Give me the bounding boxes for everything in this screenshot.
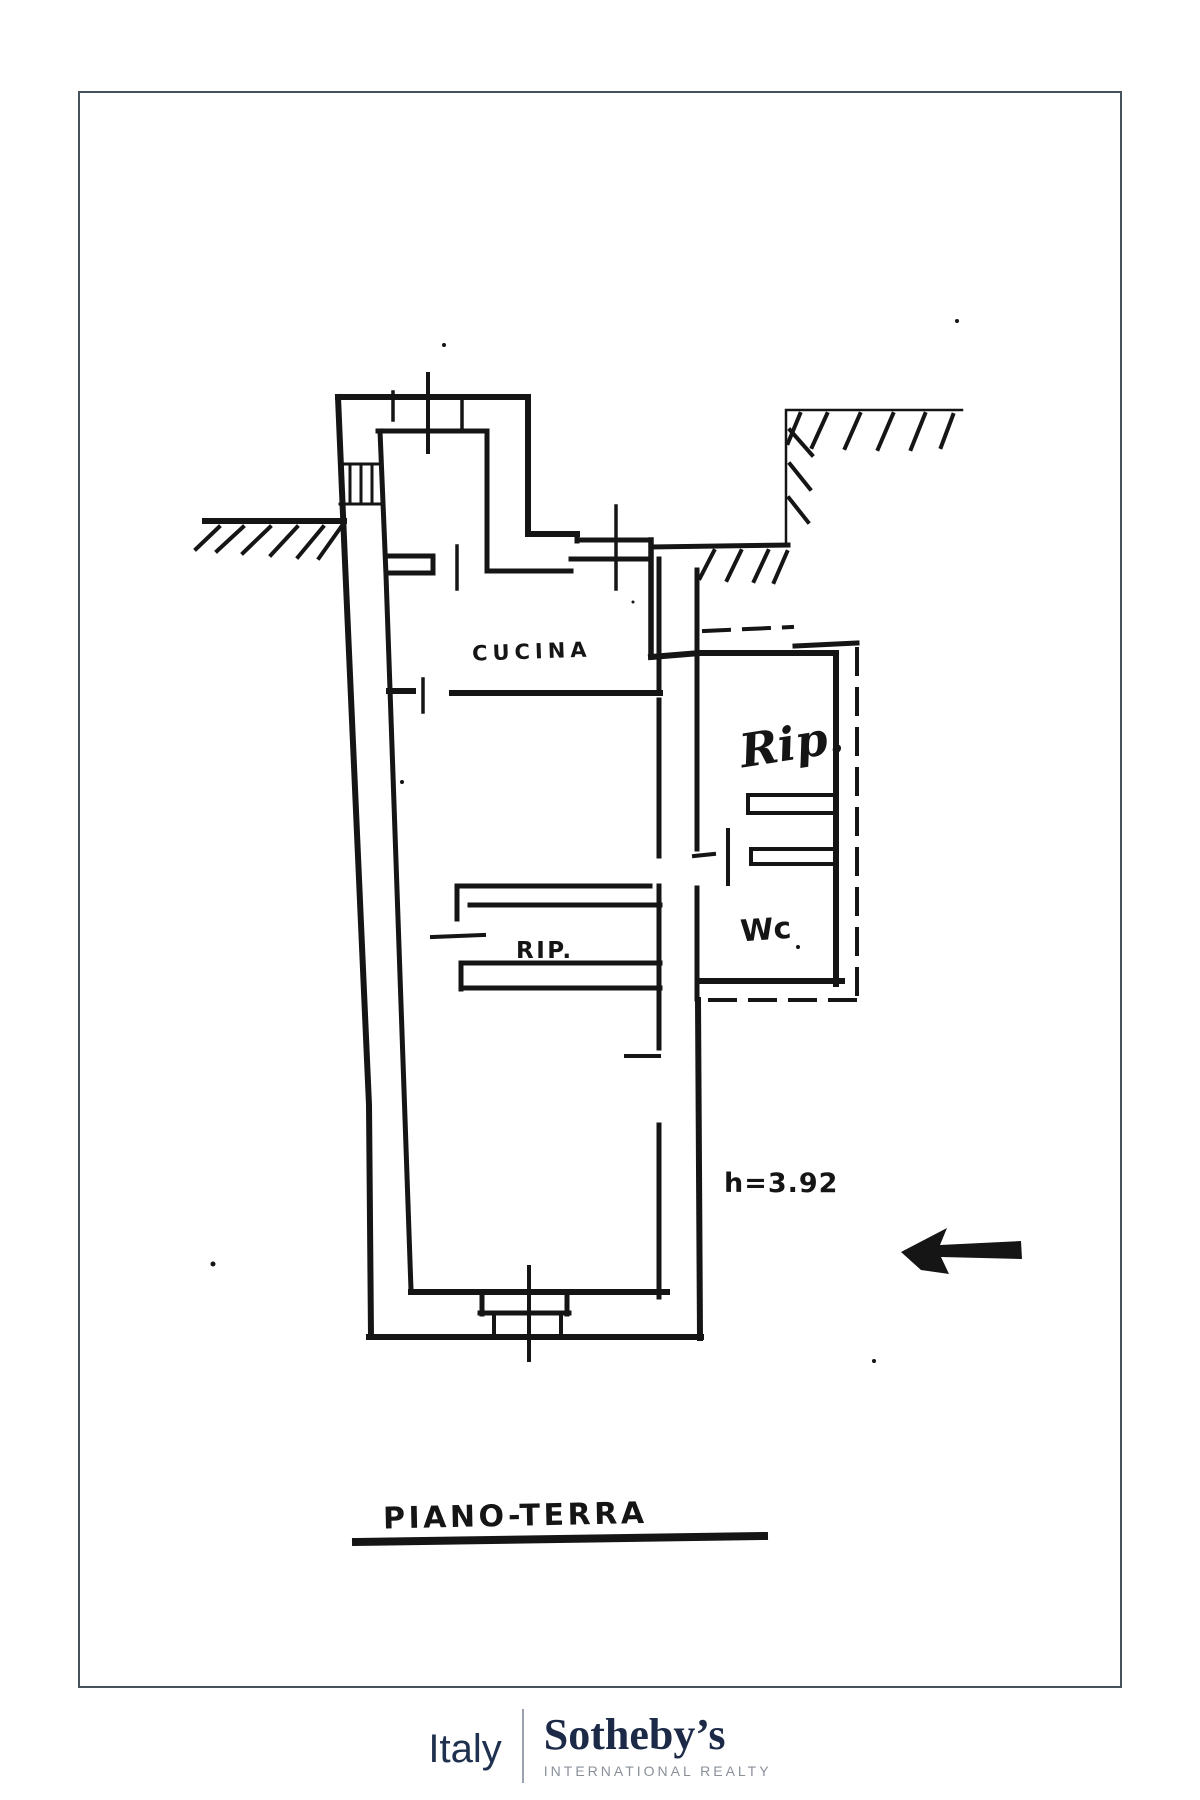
label-closet-right: Rip. <box>734 709 847 779</box>
brand-sothebys-block: Sotheby’s INTERNATIONAL REALTY <box>543 1710 772 1780</box>
brand-italy: Italy <box>428 1726 502 1771</box>
section-lines <box>426 372 618 1362</box>
direction-arrow-icon <box>901 1228 1022 1274</box>
footer-brand: Italy Sotheby’s INTERNATIONAL REALTY <box>0 1694 1200 1798</box>
floor-title-underline <box>351 1531 769 1547</box>
passage-walls <box>568 531 654 660</box>
brand-subtitle: INTERNATIONAL REALTY <box>543 1763 772 1779</box>
dashed-boundary <box>701 624 860 1002</box>
label-kitchen: CUCINA <box>472 638 592 666</box>
scan-speckles <box>210 319 959 1363</box>
label-floor-title: PIANO-TERRA <box>383 1496 648 1537</box>
label-closet-center: RIP. <box>516 938 574 964</box>
bottom-walls <box>366 1289 704 1340</box>
main-right-walls <box>624 556 704 1342</box>
brand-sothebys: Sotheby’s <box>543 1710 726 1759</box>
brand-divider <box>521 1709 524 1783</box>
label-height-note: h=3.92 <box>724 1168 838 1199</box>
central-closet-walls <box>429 883 663 992</box>
terrain-left <box>193 518 347 561</box>
kitchen-bottom-wall <box>386 677 663 714</box>
wc-wing-walls <box>647 650 845 987</box>
kitchen-block-walls <box>334 390 580 1341</box>
label-wc: Wc <box>739 911 792 949</box>
plan-border-frame <box>78 91 1122 1688</box>
terrain-right <box>648 408 964 585</box>
